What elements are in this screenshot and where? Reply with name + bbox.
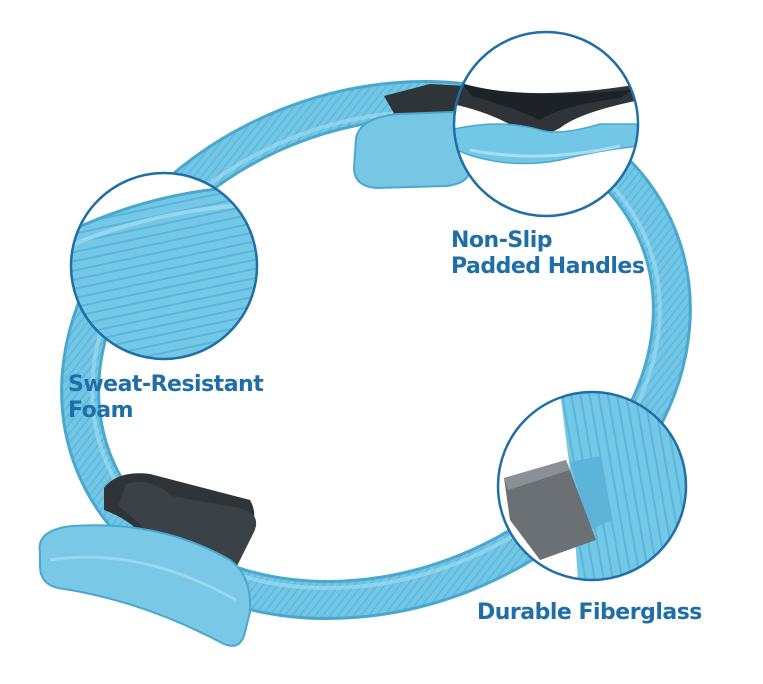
non-slip-handles-label: Non-Slip Padded Handles bbox=[451, 228, 645, 280]
sweat-resistant-foam-label: Sweat-Resistant Foam bbox=[68, 372, 264, 424]
sweat-label-line-2: Foam bbox=[68, 398, 134, 423]
sweat-label-line-1: Sweat-Resistant bbox=[68, 372, 264, 397]
callout-handles-zoom bbox=[452, 30, 640, 218]
durable-fiberglass-label: Durable Fiberglass bbox=[477, 600, 702, 626]
nonslip-label-line-2: Padded Handles bbox=[451, 254, 645, 279]
ring-body bbox=[60, 80, 692, 620]
fiberglass-label-line-1: Durable Fiberglass bbox=[477, 600, 702, 625]
callout-fiberglass-zoom bbox=[496, 390, 688, 582]
top-handle bbox=[352, 84, 471, 190]
bottom-handle bbox=[38, 473, 257, 647]
nonslip-label-line-1: Non-Slip bbox=[451, 228, 553, 253]
